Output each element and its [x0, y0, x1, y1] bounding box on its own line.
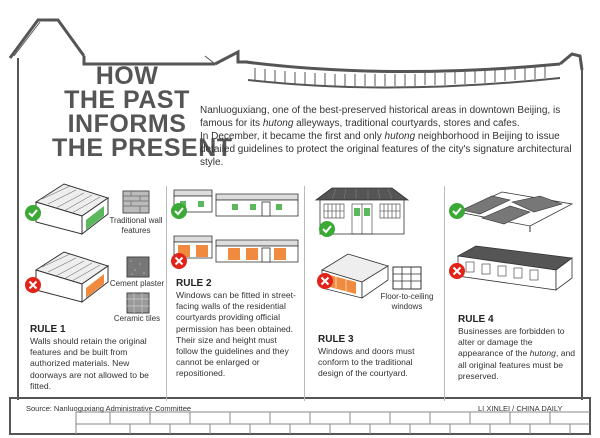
- rule-3-text: Windows and doors must conform to the tr…: [318, 346, 415, 379]
- rule-2-text: Windows can be fitted in street-facing w…: [176, 290, 296, 379]
- floor-to-ceiling-window-icon: [392, 266, 422, 290]
- column-divider: [444, 186, 445, 401]
- title-line-1: HOW: [95, 62, 159, 90]
- title-line-2: THE PAST: [64, 86, 190, 114]
- cement-plaster-label: Cement plaster: [109, 279, 165, 288]
- source-note: Source: Nanluoguxiang Administrative Com…: [26, 404, 192, 413]
- cross-icon: [317, 273, 333, 289]
- credit-note: LI XINLEI / CHINA DAILY: [478, 404, 563, 413]
- intro-text: Nanluoguxiang, one of the best-preserved…: [200, 104, 580, 169]
- page-title: HOW THE PAST INFORMS THE PRESENT: [52, 62, 233, 162]
- rule-4-text: Businesses are forbidden to alter or dam…: [458, 326, 576, 381]
- title-line-3: INFORMS: [67, 110, 187, 138]
- check-icon: [25, 205, 41, 221]
- ceramic-tiles-swatch: [126, 292, 150, 314]
- street-wall-green-illustration: [173, 189, 299, 217]
- cross-icon: [449, 263, 465, 279]
- ceramic-tiles-label: Ceramic tiles: [113, 314, 161, 323]
- cement-plaster-swatch: [126, 256, 150, 278]
- intro-paragraph-2: In December, it became the first and onl…: [200, 131, 572, 168]
- modern-window-house-illustration: [321, 253, 389, 299]
- courtyard-intact-illustration: [456, 191, 574, 232]
- column-divider: [304, 186, 305, 401]
- check-icon: [171, 203, 187, 219]
- cross-icon: [25, 277, 41, 293]
- courtyard-altered-illustration: [456, 245, 574, 291]
- intro-paragraph-1: Nanluoguxiang, one of the best-preserved…: [200, 105, 561, 129]
- cross-icon: [171, 253, 187, 269]
- rule-3-heading: RULE 3: [318, 334, 354, 345]
- floor-to-ceiling-label: Floor-to-ceiling windows: [380, 292, 434, 311]
- house-green-wall-illustration: [34, 183, 110, 236]
- street-wall-orange-illustration: [173, 235, 299, 263]
- traditional-wall-label: Traditional wall features: [109, 216, 163, 235]
- check-icon: [319, 221, 335, 237]
- rule-4-heading: RULE 4: [458, 314, 494, 325]
- title-line-4: THE PRESENT: [52, 134, 233, 162]
- house-orange-wall-illustration: [34, 251, 110, 304]
- traditional-wall-swatch: [122, 190, 150, 214]
- rule-2-heading: RULE 2: [176, 278, 212, 289]
- column-divider: [166, 186, 167, 401]
- traditional-facade-illustration: [314, 187, 410, 235]
- rule-1-text: Walls should retain the original feature…: [30, 336, 149, 391]
- rule-1-heading: RULE 1: [30, 324, 66, 335]
- check-icon: [449, 203, 465, 219]
